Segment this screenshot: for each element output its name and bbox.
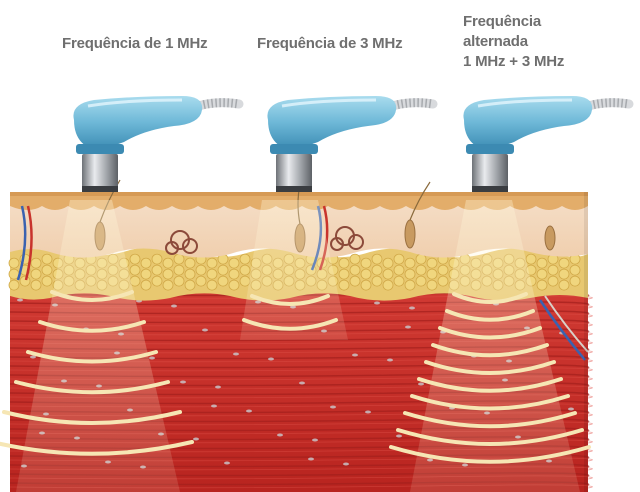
label-alt-line-2: alternada <box>463 32 564 52</box>
transducers <box>73 96 629 192</box>
label-alt-line-3: 1 MHz + 3 MHz <box>463 52 564 72</box>
ultrasound-transducer-icon <box>73 96 239 192</box>
label-alt-line-1: Frequência <box>463 12 564 32</box>
ultrasound-transducer-icon <box>267 96 433 192</box>
label-frequency-alternating: Frequência alternada 1 MHz + 3 MHz <box>463 12 564 72</box>
label-frequency-1mhz: Frequência de 1 MHz <box>62 34 207 54</box>
label-frequency-3mhz: Frequência de 3 MHz <box>257 34 402 54</box>
ultrasound-transducer-icon <box>463 96 629 192</box>
